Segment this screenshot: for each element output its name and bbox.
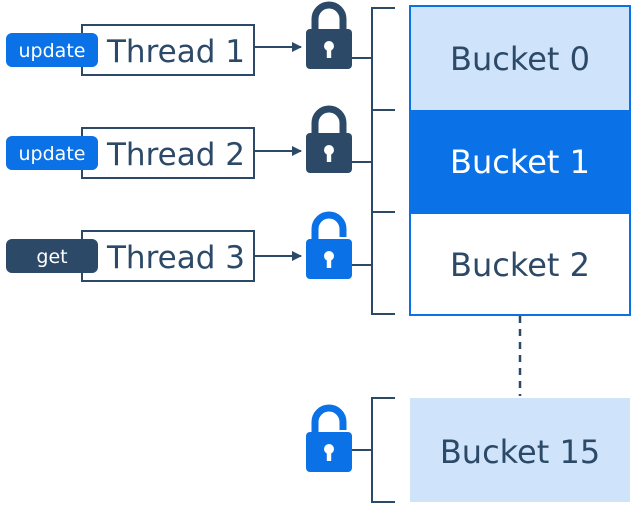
padlock-closed-icon xyxy=(306,105,352,173)
padlock-open-icon xyxy=(306,211,352,279)
bucket-2 xyxy=(410,214,630,315)
bucket-15 xyxy=(410,398,630,502)
bucket-0 xyxy=(410,6,630,110)
bucket-label: Bucket 15 xyxy=(440,433,600,471)
op-badge-label: get xyxy=(36,246,67,268)
bucket-connectors xyxy=(352,7,395,503)
thread-box xyxy=(81,230,255,282)
padlock-open-icon xyxy=(306,404,352,472)
thread-label: Thread 2 xyxy=(106,137,245,173)
bucket-stack: Bucket 0 Bucket 1 Bucket 2 xyxy=(409,5,631,316)
op-badge xyxy=(6,33,98,67)
bucket-label: Bucket 1 xyxy=(450,143,590,181)
op-badge xyxy=(6,136,98,170)
bucket-label: Bucket 2 xyxy=(450,246,590,284)
op-badge xyxy=(6,239,98,273)
thread-row: get Thread 3 xyxy=(6,211,352,282)
last-bucket-row: Bucket 15 xyxy=(306,398,630,502)
thread-row: update Thread 1 xyxy=(6,1,352,76)
bucket-1 xyxy=(410,110,630,214)
bucket-stack-border xyxy=(409,5,631,316)
thread-row: update Thread 2 xyxy=(6,105,352,179)
op-badge-label: update xyxy=(19,143,86,165)
padlock-closed-icon xyxy=(306,1,352,69)
bucket-label: Bucket 0 xyxy=(450,40,590,78)
thread-label: Thread 3 xyxy=(106,240,245,276)
thread-label: Thread 1 xyxy=(106,34,245,70)
op-badge-label: update xyxy=(19,40,86,62)
